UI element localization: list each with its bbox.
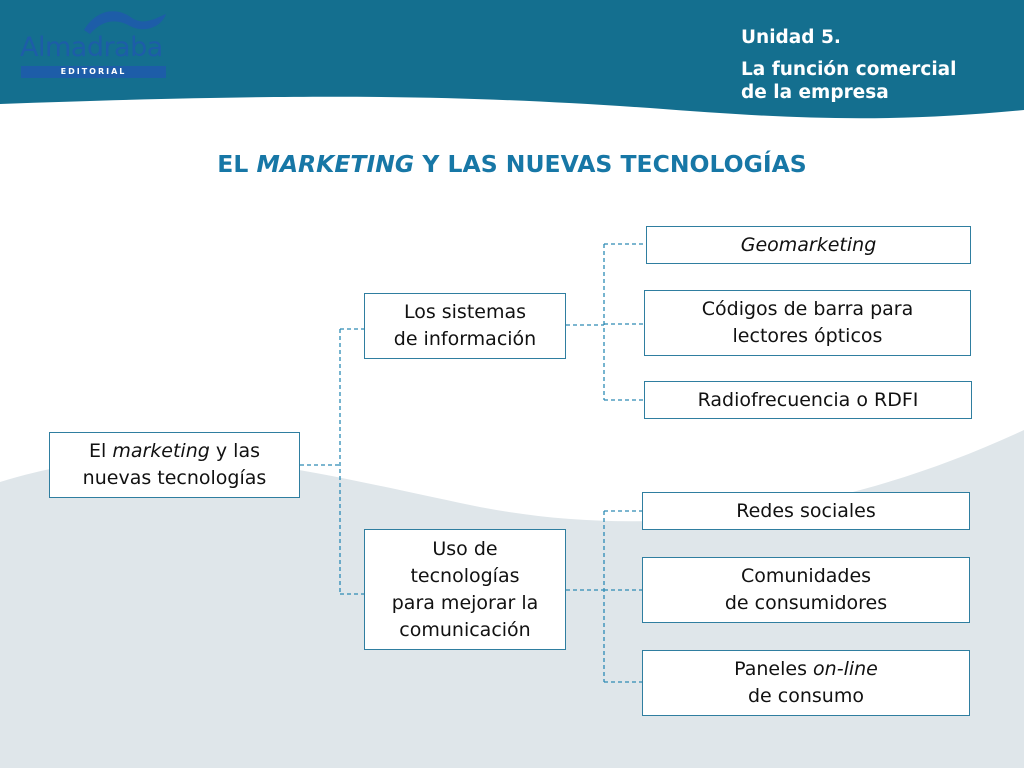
connector-sistemas-to-leaves	[566, 243, 646, 401]
leaf-codigos-line2: lectores ópticos	[732, 325, 883, 347]
branch-uso-line3: para mejorar la	[391, 591, 539, 614]
branch-uso-line2: tecnologías	[410, 564, 520, 587]
unit-title-line-1: La función comercial	[741, 59, 957, 80]
unit-number: Unidad 5.	[741, 27, 841, 48]
branch-sistemas-line2: de información	[393, 328, 537, 350]
header-band	[0, 0, 1024, 119]
page-title-emphasis: MARKETING	[256, 150, 415, 178]
root-line1-post: y las	[215, 440, 260, 462]
unit-heading: Unidad 5. La función comercial de la emp…	[741, 26, 957, 104]
leaf-paneles-line1-pre: Paneles	[734, 658, 807, 680]
logo-wordmark: Almadraba	[20, 32, 163, 63]
leaf-geomarketing-label: Geomarketing	[740, 233, 877, 256]
leaf-paneles-online: Paneles on-line de consumo	[642, 650, 970, 716]
page-title-suffix: Y LAS NUEVAS TECNOLOGÍAS	[422, 150, 807, 178]
root-line2: nuevas tecnologías	[82, 467, 267, 489]
connector-uso-to-leaves	[566, 510, 642, 683]
branch-sistemas-informacion: Los sistemas de información	[364, 293, 566, 359]
leaf-geomarketing: Geomarketing	[646, 226, 971, 264]
leaf-redes-sociales: Redes sociales	[642, 492, 970, 530]
root-line1-pre: El	[88, 440, 107, 462]
connector-root-to-branches	[300, 328, 364, 595]
leaf-redes-label: Redes sociales	[736, 499, 876, 522]
leaf-paneles-line1-em: on-line	[813, 658, 878, 680]
leaf-radiofrecuencia: Radiofrecuencia o RDFI	[644, 381, 972, 419]
logo-subtitle: EDITORIAL	[21, 66, 166, 78]
branch-uso-line1: Uso de	[432, 537, 498, 560]
branch-uso-tecnologias: Uso de tecnologías para mejorar la comun…	[364, 529, 566, 650]
publisher-logo: Almadraba EDITORIAL	[20, 6, 170, 80]
leaf-codigos-barra: Códigos de barra para lectores ópticos	[644, 290, 971, 356]
leaf-radiofrecuencia-label: Radiofrecuencia o RDFI	[697, 388, 919, 411]
leaf-comunidades-line2: de consumidores	[724, 592, 888, 614]
leaf-comunidades-consumidores: Comunidades de consumidores	[642, 557, 970, 623]
branch-uso-line4: comunicación	[399, 618, 531, 641]
logo-wave-icon	[84, 11, 166, 34]
unit-title-line-2: de la empresa	[741, 82, 889, 103]
root-node: El marketing y las nuevas tecnologías	[49, 432, 300, 498]
leaf-paneles-line2: de consumo	[748, 685, 864, 707]
page-title-prefix: EL	[217, 150, 249, 178]
branch-sistemas-line1: Los sistemas	[403, 301, 527, 323]
leaf-comunidades-line1: Comunidades	[740, 565, 872, 587]
root-line1-em: marketing	[112, 440, 210, 462]
page-title: EL MARKETING Y LAS NUEVAS TECNOLOGÍAS	[0, 150, 1024, 178]
leaf-codigos-line1: Códigos de barra para	[701, 298, 914, 320]
